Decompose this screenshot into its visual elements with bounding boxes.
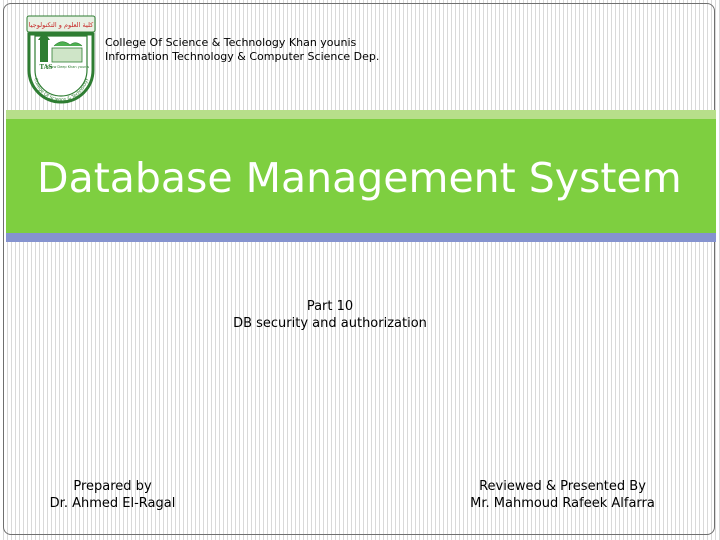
logo-arabic-name: كلية العلوم و التكنولوجيا (29, 21, 94, 29)
logo-motto: Know Deep Khan younis (47, 65, 90, 69)
slide-subtitle: Part 10 DB security and authorization (200, 298, 460, 332)
reviewed-by: Reviewed & Presented By Mr. Mahmoud Rafe… (450, 478, 675, 512)
title-band (6, 119, 716, 233)
reviewed-by-label: Reviewed & Presented By (479, 479, 646, 494)
prepared-by-label: Prepared by (73, 479, 152, 494)
institution-header: College Of Science & Technology Khan you… (105, 36, 379, 64)
light-green-strip (6, 110, 716, 119)
reviewed-by-name: Mr. Mahmoud Rafeek Alfarra (470, 496, 655, 511)
blue-strip (6, 233, 716, 242)
topic: DB security and authorization (233, 316, 427, 331)
slide-title: Database Management System (37, 154, 682, 202)
part-number: Part 10 (306, 299, 354, 314)
college-logo: كلية العلوم و التكنولوجيا TAS Know Deep … (26, 15, 96, 104)
slide-frame (3, 3, 715, 535)
svg-text:TAS: TAS (39, 64, 52, 71)
prepared-by-name: Dr. Ahmed El-Ragal (49, 496, 176, 511)
department-line: Information Technology & Computer Scienc… (105, 50, 380, 63)
college-line: College Of Science & Technology Khan you… (105, 36, 357, 49)
prepared-by: Prepared by Dr. Ahmed El-Ragal (25, 478, 200, 512)
